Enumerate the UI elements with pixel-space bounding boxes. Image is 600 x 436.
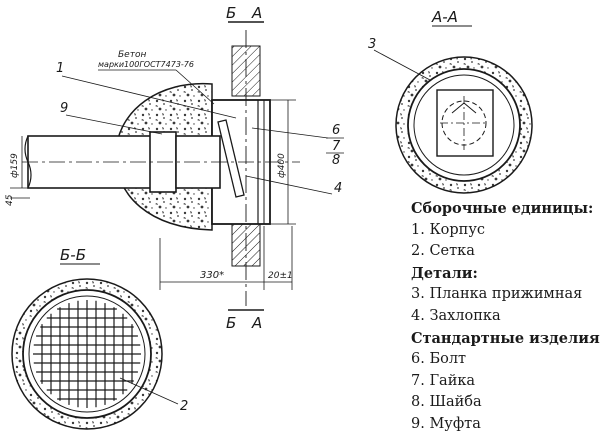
annotation-concrete: Бетон <box>118 50 146 60</box>
legend-item: 4. Захлопка <box>411 307 501 324</box>
callout-7: 7 <box>332 139 341 154</box>
cut-mark-b-bottom: Б <box>226 314 236 332</box>
legend-item: 9. Муфта <box>411 415 481 432</box>
dim-height: 45 <box>5 194 15 206</box>
callout-4: 4 <box>334 181 342 196</box>
legend-item: 1. Корпус <box>411 221 485 238</box>
callout-1: 1 <box>56 61 64 76</box>
legend-header-assemblies: Сборочные единицы: <box>411 200 594 217</box>
legend-item: 3. Планка прижимная <box>411 286 583 303</box>
legend-header-details: Детали: <box>411 264 478 282</box>
section-label-b-b: Б-Б <box>60 246 86 264</box>
section-b-b: Б-Б 2 <box>11 246 188 430</box>
callout-9: 9 <box>60 101 68 116</box>
cut-mark-a-bottom: А <box>251 314 262 332</box>
dim-flange: 20±1 <box>268 271 293 281</box>
legend-item: 8. Шайба <box>411 394 482 411</box>
callout-3: 3 <box>368 37 376 52</box>
parts-legend: Сборочные единицы: 1. Корпус 2. Сетка Де… <box>411 198 600 436</box>
callout-6: 6 <box>332 123 340 138</box>
cut-mark-a-top: А <box>251 4 262 22</box>
legend-item: 2. Сетка <box>411 243 475 260</box>
legend-header-standard: Стандартные изделия: <box>411 329 600 347</box>
section-label-a-a: А-А <box>431 8 458 26</box>
legend-item: 7. Гайка <box>411 372 476 389</box>
mesh-grid <box>33 300 141 408</box>
callout-8: 8 <box>332 153 340 168</box>
legend-item: 6. Болт <box>411 351 467 368</box>
dim-pipe-diameter: ф159 <box>10 153 20 178</box>
dim-outer-diameter: ф400 <box>277 153 287 178</box>
annotation-concrete-spec: марки100ГОСТ7473-76 <box>98 60 194 69</box>
flap <box>217 119 245 198</box>
cut-mark-b-top: Б <box>226 4 236 22</box>
callout-2: 2 <box>180 399 188 414</box>
dim-length: 330* <box>200 270 224 281</box>
section-a-a: А-А 3 <box>368 8 533 194</box>
main-section-view: Б А Б А Бетон марки100ГОСТ7473-76 1 9 6 … <box>5 4 344 332</box>
